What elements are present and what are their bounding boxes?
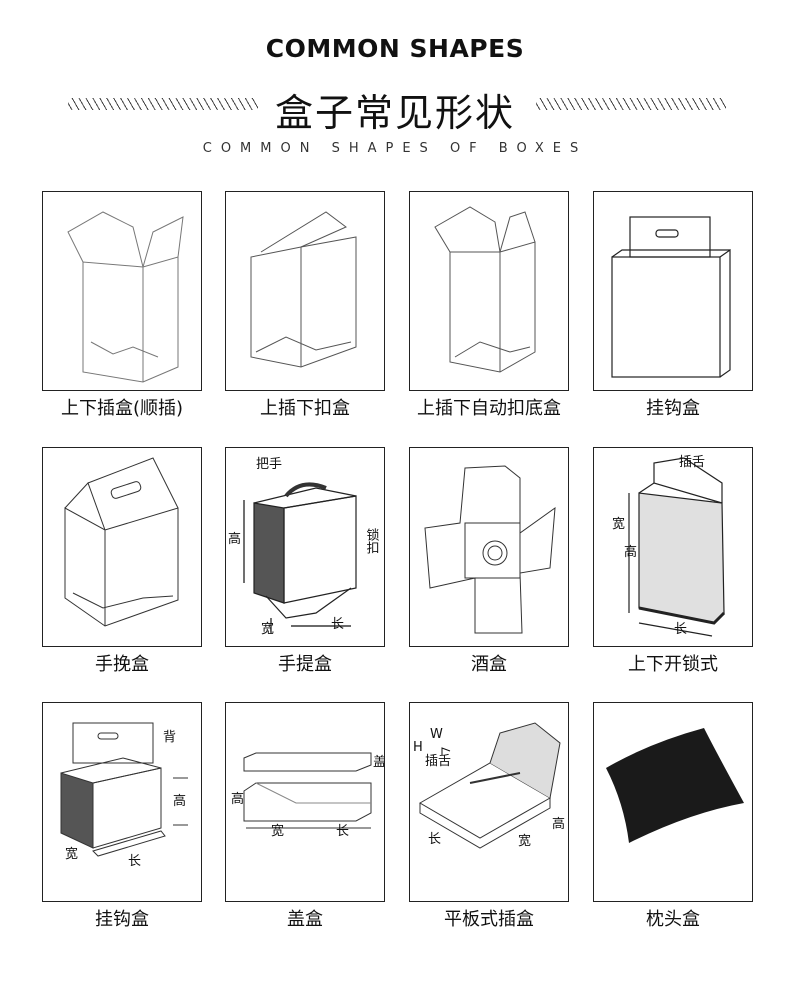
- box-label: 挂钩盒: [43, 905, 201, 931]
- box-cell: 挂钩盒: [593, 191, 753, 391]
- hang-tab-box-icon: 背 高 宽 长: [43, 703, 201, 901]
- pillow-box-icon: [594, 703, 752, 901]
- length-annotation: 长: [336, 824, 349, 839]
- box-label: 酒盒: [410, 650, 568, 676]
- length-annotation: 长: [331, 617, 344, 632]
- height-annotation: 高: [231, 791, 244, 807]
- tuck-end-box-icon: [43, 192, 201, 390]
- handle-annotation: 把手: [256, 457, 282, 472]
- flat-tuck-box-icon: W H 插舌 长 宽 高: [410, 703, 568, 901]
- width-annotation: 宽: [518, 833, 531, 849]
- box-cell: 酒盒: [409, 447, 569, 647]
- h-annotation: H: [413, 740, 423, 755]
- header-subtitle: COMMON SHAPES OF BOXES: [0, 141, 790, 156]
- hatch-right: [536, 98, 726, 110]
- back-annotation: 背: [163, 730, 176, 745]
- height-annotation: 高: [173, 793, 186, 809]
- w-annotation: W: [430, 727, 443, 742]
- width-annotation: 宽: [65, 846, 78, 862]
- gable-handle-box-icon: [43, 448, 201, 646]
- box-cell: 手挽盒: [42, 447, 202, 647]
- box-label: 盖盒: [226, 905, 384, 931]
- box-cell: 背 高 宽 长 挂钩盒: [42, 702, 202, 902]
- box-label: 上插下自动扣底盒: [410, 394, 568, 420]
- tuck-tongue-annotation: 插舌: [425, 754, 451, 769]
- width-annotation: 宽: [612, 516, 625, 532]
- snap-lock-bottom-box-icon: [226, 192, 384, 390]
- box-cell: 上插下扣盒: [225, 191, 385, 391]
- box-cell: 上插下自动扣底盒: [409, 191, 569, 391]
- lock-tab-box-icon: 插舌 宽 高 长: [594, 448, 752, 646]
- box-cell: 把手 高 锁扣 宽 长 手提盒: [225, 447, 385, 647]
- box-label: 挂钩盒: [594, 394, 752, 420]
- box-cell: 盖 高 宽 长 盖盒: [225, 702, 385, 902]
- height-annotation: 高: [624, 544, 637, 560]
- box-label: 枕头盒: [594, 905, 752, 931]
- height-annotation: 高: [552, 816, 565, 832]
- hanger-box-icon: [594, 192, 752, 390]
- box-label: 手挽盒: [43, 650, 201, 676]
- lock-annotation: 锁扣: [364, 527, 380, 554]
- handle-carry-box-icon: 把手 高 锁扣 宽 长: [226, 448, 384, 646]
- lid-annotation: 盖: [373, 755, 384, 770]
- wine-box-icon: [410, 448, 568, 646]
- header-title: COMMON SHAPES: [0, 34, 790, 63]
- height-annotation: 高: [228, 531, 241, 547]
- box-label: 上下开锁式: [594, 650, 752, 676]
- width-annotation: 宽: [261, 621, 274, 637]
- auto-lock-bottom-box-icon: [410, 192, 568, 390]
- box-label: 平板式插盒: [410, 905, 568, 931]
- box-label: 上插下扣盒: [226, 394, 384, 420]
- box-cell: 上下插盒(顺插): [42, 191, 202, 391]
- box-label: 手提盒: [226, 650, 384, 676]
- lid-box-icon: 盖 高 宽 长: [226, 703, 384, 901]
- box-cell: W H 插舌 长 宽 高 平板式插盒: [409, 702, 569, 902]
- box-label: 上下插盒(顺插): [43, 394, 201, 420]
- length-annotation: 长: [674, 622, 687, 637]
- width-annotation: 宽: [271, 823, 284, 839]
- box-cell: 插舌 宽 高 长 上下开锁式: [593, 447, 753, 647]
- box-cell: 枕头盒: [593, 702, 753, 902]
- tuck-tongue-annotation: 插舌: [679, 455, 705, 470]
- length-annotation: 长: [428, 832, 441, 847]
- length-annotation: 长: [128, 854, 141, 869]
